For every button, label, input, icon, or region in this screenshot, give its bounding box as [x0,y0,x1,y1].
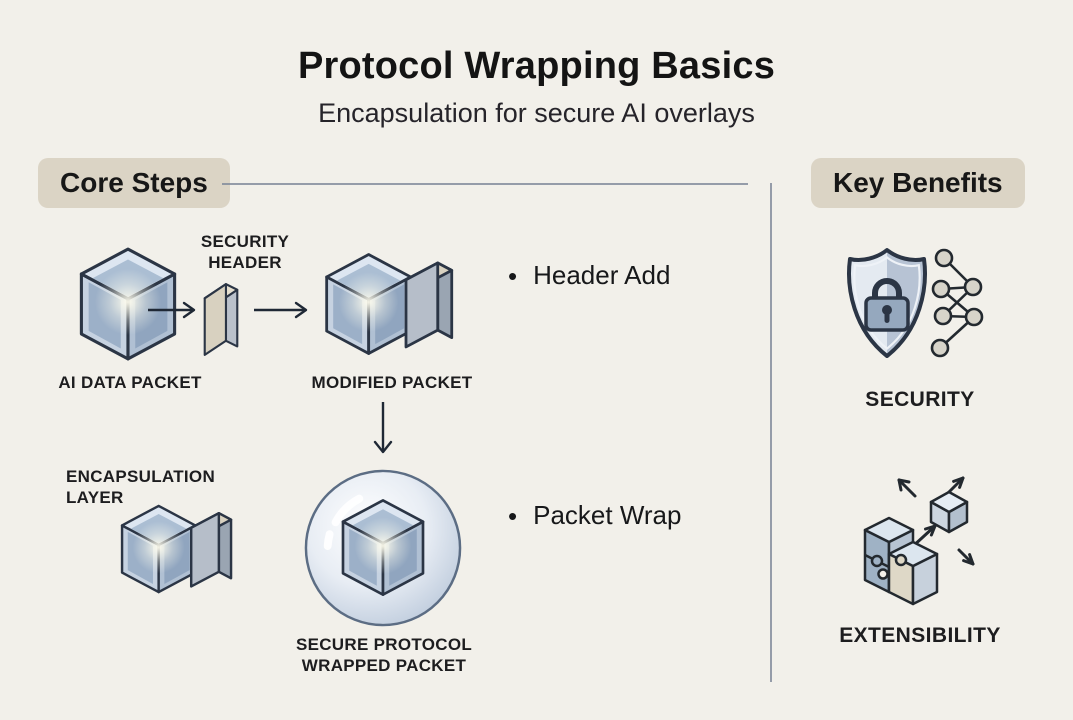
packet-wrap-bullet: • Packet Wrap [508,500,681,531]
vertical-divider [770,183,772,682]
wrapped-packet-label: SECURE PROTOCOL WRAPPED PACKET [295,635,473,675]
ai-data-packet-label: AI DATA PACKET [58,373,202,392]
puzzle-cubes-arrows-icon [863,476,975,606]
modified-packet-cube-icon [322,246,462,362]
security-header-slab-icon [203,282,239,357]
packet-wrap-label: Packet Wrap [533,500,682,530]
security-benefit-label: SECURITY [865,388,975,411]
shield-lock-neural-network-icon [847,248,984,358]
security-header-label: SECURITY HEADER [200,232,290,272]
arrow-down-icon [373,402,393,454]
arrow-right-icon [254,301,308,319]
bullet-dot-icon: • [508,260,518,291]
page-title: Protocol Wrapping Basics [297,45,776,87]
key-benefits-section-label: Key Benefits [811,158,1025,208]
horizontal-divider [222,183,748,185]
header-add-bullet: • Header Add [508,260,670,291]
encapsulation-layer-label: ENCAPSULATION LAYER [66,467,216,507]
bullet-dot-icon: • [508,500,518,531]
header-add-label: Header Add [533,260,671,290]
page-subtitle: Encapsulation for secure AI overlays [318,98,755,128]
modified-packet-label: MODIFIED PACKET [311,373,473,392]
extensibility-benefit-label: EXTENSIBILITY [839,624,1001,647]
arrow-right-icon [148,301,196,319]
core-steps-section-label: Core Steps [38,158,230,208]
encapsulation-layer-cube-icon [118,494,240,604]
wrapped-packet-sphere-icon [304,469,462,627]
